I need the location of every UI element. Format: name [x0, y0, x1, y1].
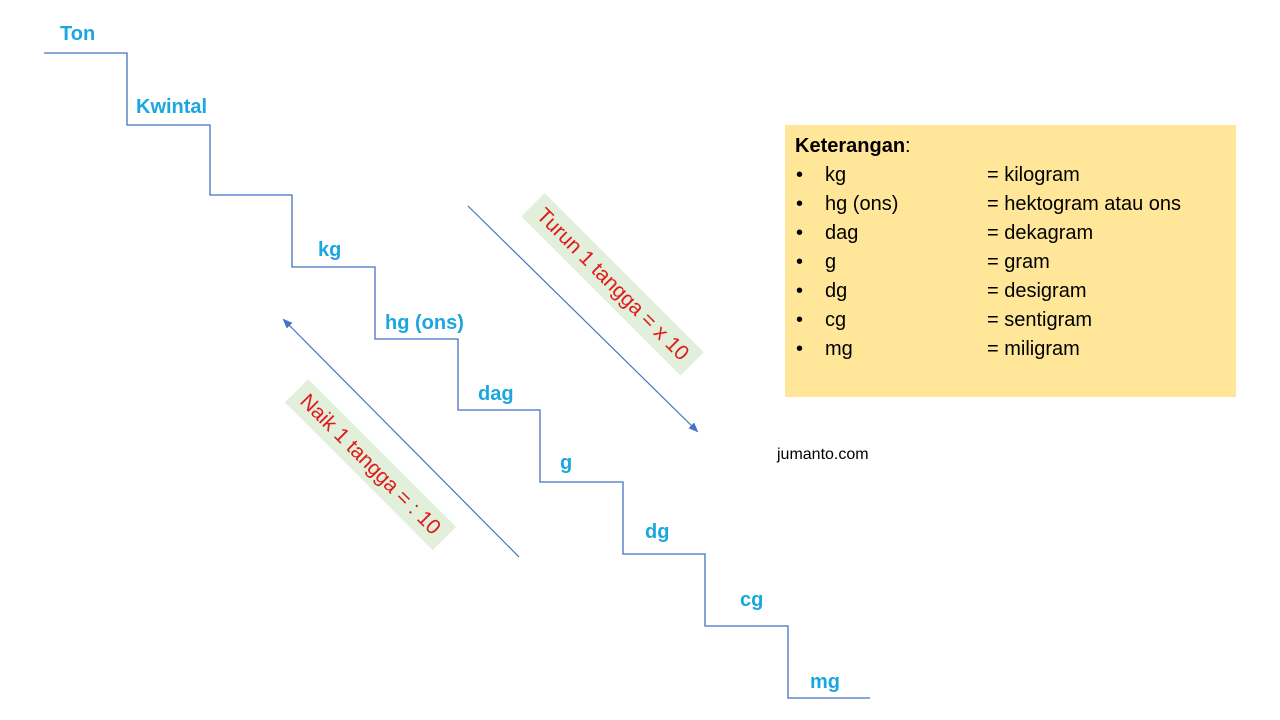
legend-abbr: cg — [825, 309, 847, 331]
legend-item: • cg = sentigram — [795, 306, 1226, 335]
bullet-icon: • — [796, 280, 804, 302]
bullet-icon: • — [796, 338, 804, 360]
legend-meaning: = dekagram — [987, 222, 1094, 244]
legend-meaning: = hektogram atau ons — [987, 193, 1182, 215]
legend-abbr: mg — [825, 338, 853, 360]
bullet-icon: • — [796, 309, 804, 331]
bullet-icon: • — [796, 164, 804, 186]
legend-list: • kg = kilogram • hg (ons) = hektogram atau o… — [795, 161, 1226, 364]
legend-meaning: = kilogram — [987, 164, 1080, 186]
legend-item: • dg = desigram — [795, 277, 1226, 306]
legend-box: Keterangan: • kg = kilogram • hg (ons) = hekt… — [785, 125, 1236, 397]
step-label-ton: Ton — [60, 23, 96, 45]
legend-abbr: kg — [825, 164, 847, 186]
step-label-g: g — [560, 452, 573, 474]
arrow-down-right — [467, 205, 699, 433]
staircase-line — [44, 52, 870, 699]
arrow-up-left — [282, 318, 520, 558]
legend-meaning: = sentigram — [987, 309, 1093, 331]
bullet-icon: • — [796, 193, 804, 215]
legend-abbr: dg — [825, 280, 848, 302]
bullet-icon: • — [796, 222, 804, 244]
watermark: jumanto.com — [777, 446, 869, 463]
legend-item: • hg (ons) = hektogram atau ons — [795, 190, 1226, 219]
step-label-hg: hg (ons) — [385, 312, 464, 334]
step-label-kg: kg — [318, 239, 342, 261]
legend-item: • mg = miligram — [795, 335, 1226, 364]
legend-meaning: = gram — [987, 251, 1050, 273]
legend-title: Keterangan: — [795, 135, 911, 157]
step-label-kwintal: Kwintal — [136, 96, 208, 118]
legend-item: • kg = kilogram — [795, 161, 1226, 190]
legend-meaning: = desigram — [987, 280, 1087, 302]
step-label-cg: cg — [740, 589, 764, 611]
step-label-dag: dag — [478, 383, 514, 405]
step-label-dg: dg — [645, 521, 670, 543]
step-label-mg: mg — [810, 671, 840, 693]
legend-abbr: g — [825, 251, 837, 273]
legend-abbr: dag — [825, 222, 859, 244]
legend-item: • g = gram — [795, 248, 1226, 277]
legend-meaning: = miligram — [987, 338, 1080, 360]
legend-abbr: hg (ons) — [825, 193, 899, 215]
bullet-icon: • — [796, 251, 804, 273]
legend-item: • dag = dekagram — [795, 219, 1226, 248]
